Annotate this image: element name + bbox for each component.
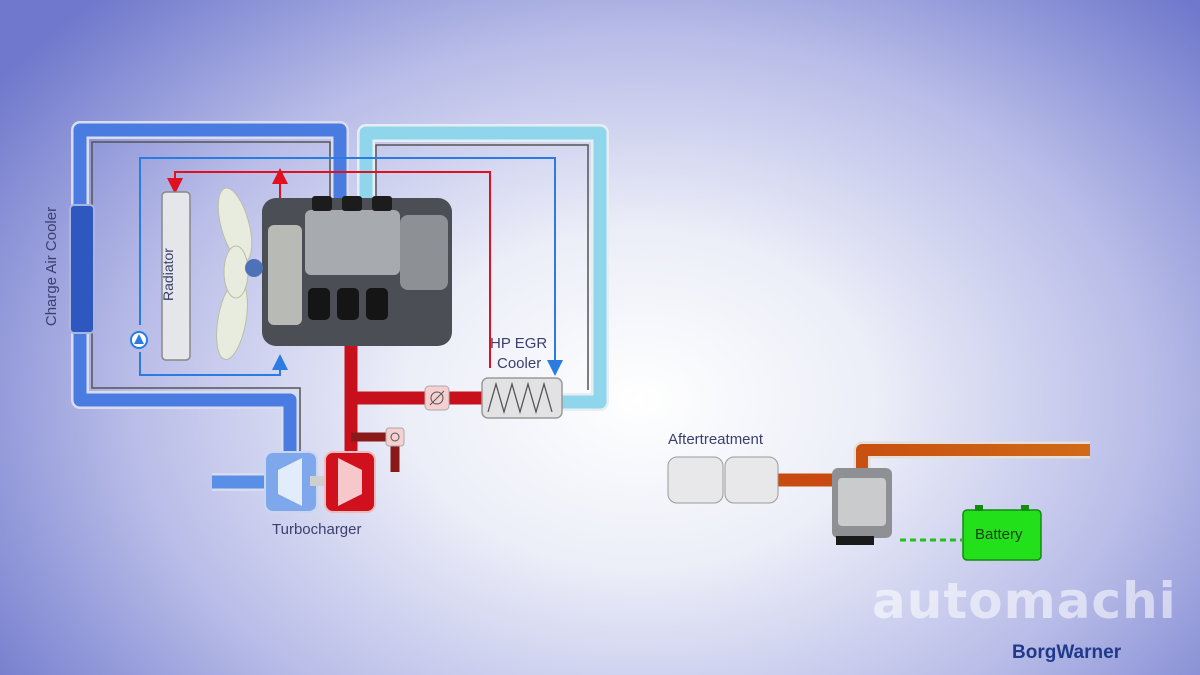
hp-egr-cooler-label-1: HP EGR [490, 335, 548, 352]
aftertreatment-units [667, 456, 779, 504]
radiator-label: Radiator [159, 248, 176, 301]
charge-air-cooler [69, 204, 95, 334]
wastegate-valve [385, 427, 405, 447]
battery-label: Battery [975, 526, 1023, 543]
hp-egr-cooler-label-2: Cooler [497, 355, 542, 372]
aftertreatment-label: Aftertreatment [668, 431, 764, 448]
cold-coolant-line [139, 157, 563, 376]
turbocharger-label: Turbocharger [272, 521, 362, 538]
pump-icon [130, 331, 148, 349]
egr-valve [424, 385, 450, 411]
hp-egr-cooler [481, 377, 563, 419]
borgwarner-logo: BorgWarner [1012, 642, 1122, 663]
radiator [161, 191, 191, 361]
watermark-automachi: automachi [872, 572, 1177, 630]
battery [962, 509, 1042, 561]
cold-coolant-return [139, 352, 288, 376]
electric-turbo-generator [832, 468, 892, 545]
turbocharger [264, 451, 376, 513]
fan-icon [216, 187, 253, 360]
engine-block [245, 196, 452, 346]
hot-coolant-line [167, 171, 491, 368]
charge-air-cooler-label: Charge Air Cooler [43, 206, 61, 327]
exhaust-pipe [344, 346, 1090, 487]
